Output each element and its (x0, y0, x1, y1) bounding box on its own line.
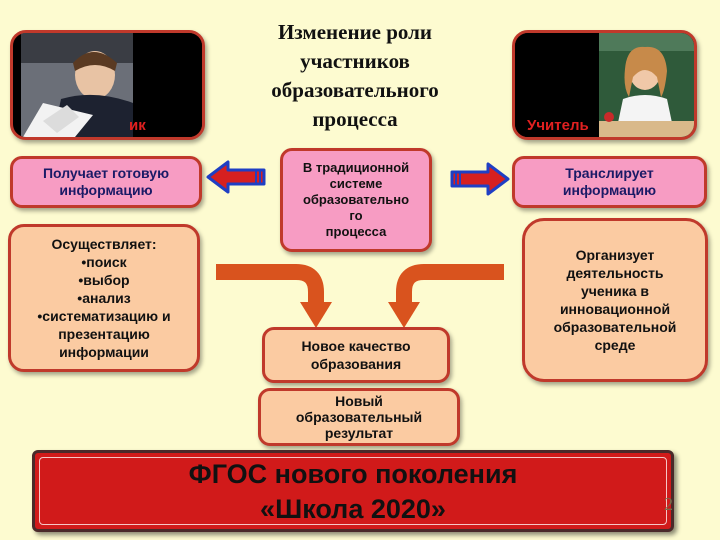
transmits-info-text: Транслирует информацию (562, 165, 657, 198)
new-quality-box: Новое качество образования (262, 327, 450, 383)
performs-item-search: •поиск (81, 254, 127, 270)
traditional-system-text: В традиционной системе образовательно го… (302, 160, 410, 239)
receives-info-text: Получает готовую информацию (42, 165, 170, 198)
fgos-banner: ФГОС нового поколения «Школа 2020» (32, 450, 674, 532)
organizes-box: Организует деятельность ученика в иннова… (522, 218, 708, 382)
receives-info-box: Получает готовую информацию (10, 156, 202, 208)
banner-frame (39, 457, 667, 525)
new-result-text: Новый образовательный результат (295, 393, 423, 441)
traditional-system-box: В традиционной системе образовательно го… (280, 148, 432, 252)
teacher-image (515, 33, 694, 137)
teacher-label: Учитель (527, 117, 589, 134)
performs-item-systematization: •систематизацию и презентацию информации (37, 308, 171, 360)
right-arrow-icon (450, 162, 510, 196)
performs-item-analysis: •анализ (77, 290, 131, 306)
slide-title: Изменение роли участников образовательно… (271, 20, 439, 131)
organizes-text: Организует деятельность ученика в иннова… (553, 247, 677, 353)
student-image (21, 33, 202, 137)
transmits-info-box: Транслирует информацию (512, 156, 707, 208)
performs-heading: Осуществляет: (51, 236, 157, 252)
student-photo: ик (10, 30, 205, 140)
performs-box: Осуществляет: •поиск •выбор •анализ •сис… (8, 224, 200, 372)
student-label: ик (129, 117, 146, 134)
performs-item-choice: •выбор (78, 272, 130, 288)
curved-arrow-right-icon (388, 264, 504, 328)
banner-line-2: «Школа 2020» (260, 494, 446, 524)
teacher-photo: Учитель (512, 30, 697, 140)
left-arrow-icon (206, 160, 266, 194)
new-result-box: Новый образовательный результат (258, 388, 460, 446)
page-number: 2 (664, 494, 673, 514)
new-quality-text: Новое качество образования (301, 338, 411, 372)
banner-line-1: ФГОС нового поколения (188, 459, 518, 489)
curved-arrow-left-icon (216, 264, 332, 328)
